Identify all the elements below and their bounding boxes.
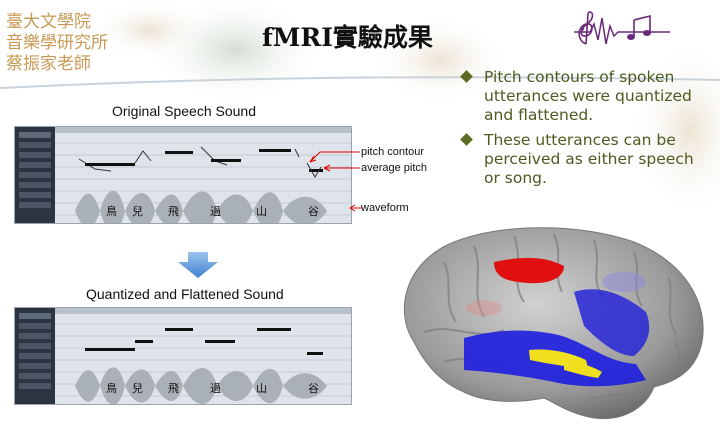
bullet-text-1: Pitch contours of spoken utterances were… <box>484 68 692 124</box>
panel-caption-quantized: Quantized and Flattened Sound <box>86 286 284 302</box>
char-1-2: 兒 <box>132 206 143 218</box>
annotation-arrows <box>309 151 362 212</box>
annotation-pitch-contour: pitch contour <box>361 146 424 158</box>
panel-caption-original: Original Speech Sound <box>112 103 256 119</box>
annotation-waveform: waveform <box>361 202 409 214</box>
char-2-3: 飛 <box>168 383 179 395</box>
char-1-6: 谷 <box>308 206 319 218</box>
char-2-6: 谷 <box>308 383 319 395</box>
char-1-3: 飛 <box>168 206 179 218</box>
institution-line-2: 音樂學研究所 <box>6 33 108 53</box>
treble-clef-waveform-logo-icon <box>574 11 670 45</box>
down-arrow-icon <box>178 252 218 278</box>
spectrogram-panel-quantized <box>14 307 352 405</box>
char-1-1: 鳥 <box>106 206 117 218</box>
spectrogram-panel-original <box>14 126 352 224</box>
brain-activation-image <box>403 227 704 420</box>
char-1-5: 山 <box>256 206 267 218</box>
bullet-item-1: Pitch contours of spoken utterances were… <box>458 68 714 125</box>
institution-line-3: 蔡振家老師 <box>6 54 91 74</box>
institution-line-1: 臺大文學院 <box>6 12 91 32</box>
diamond-bullet-icon <box>460 133 473 146</box>
char-2-1: 鳥 <box>106 383 117 395</box>
bullet-text-2: These utterances can be perceived as eit… <box>484 131 694 187</box>
char-2-2: 兒 <box>132 383 143 395</box>
char-2-5: 山 <box>256 383 267 395</box>
slide-title: fMRI實驗成果 <box>262 23 433 52</box>
char-2-4: 過 <box>210 383 221 395</box>
bullet-list: Pitch contours of spoken utterances were… <box>458 68 714 194</box>
bullet-item-2: These utterances can be perceived as eit… <box>458 131 714 188</box>
char-1-4: 過 <box>210 206 221 218</box>
diamond-bullet-icon <box>460 70 473 83</box>
annotation-average-pitch: average pitch <box>361 162 428 174</box>
